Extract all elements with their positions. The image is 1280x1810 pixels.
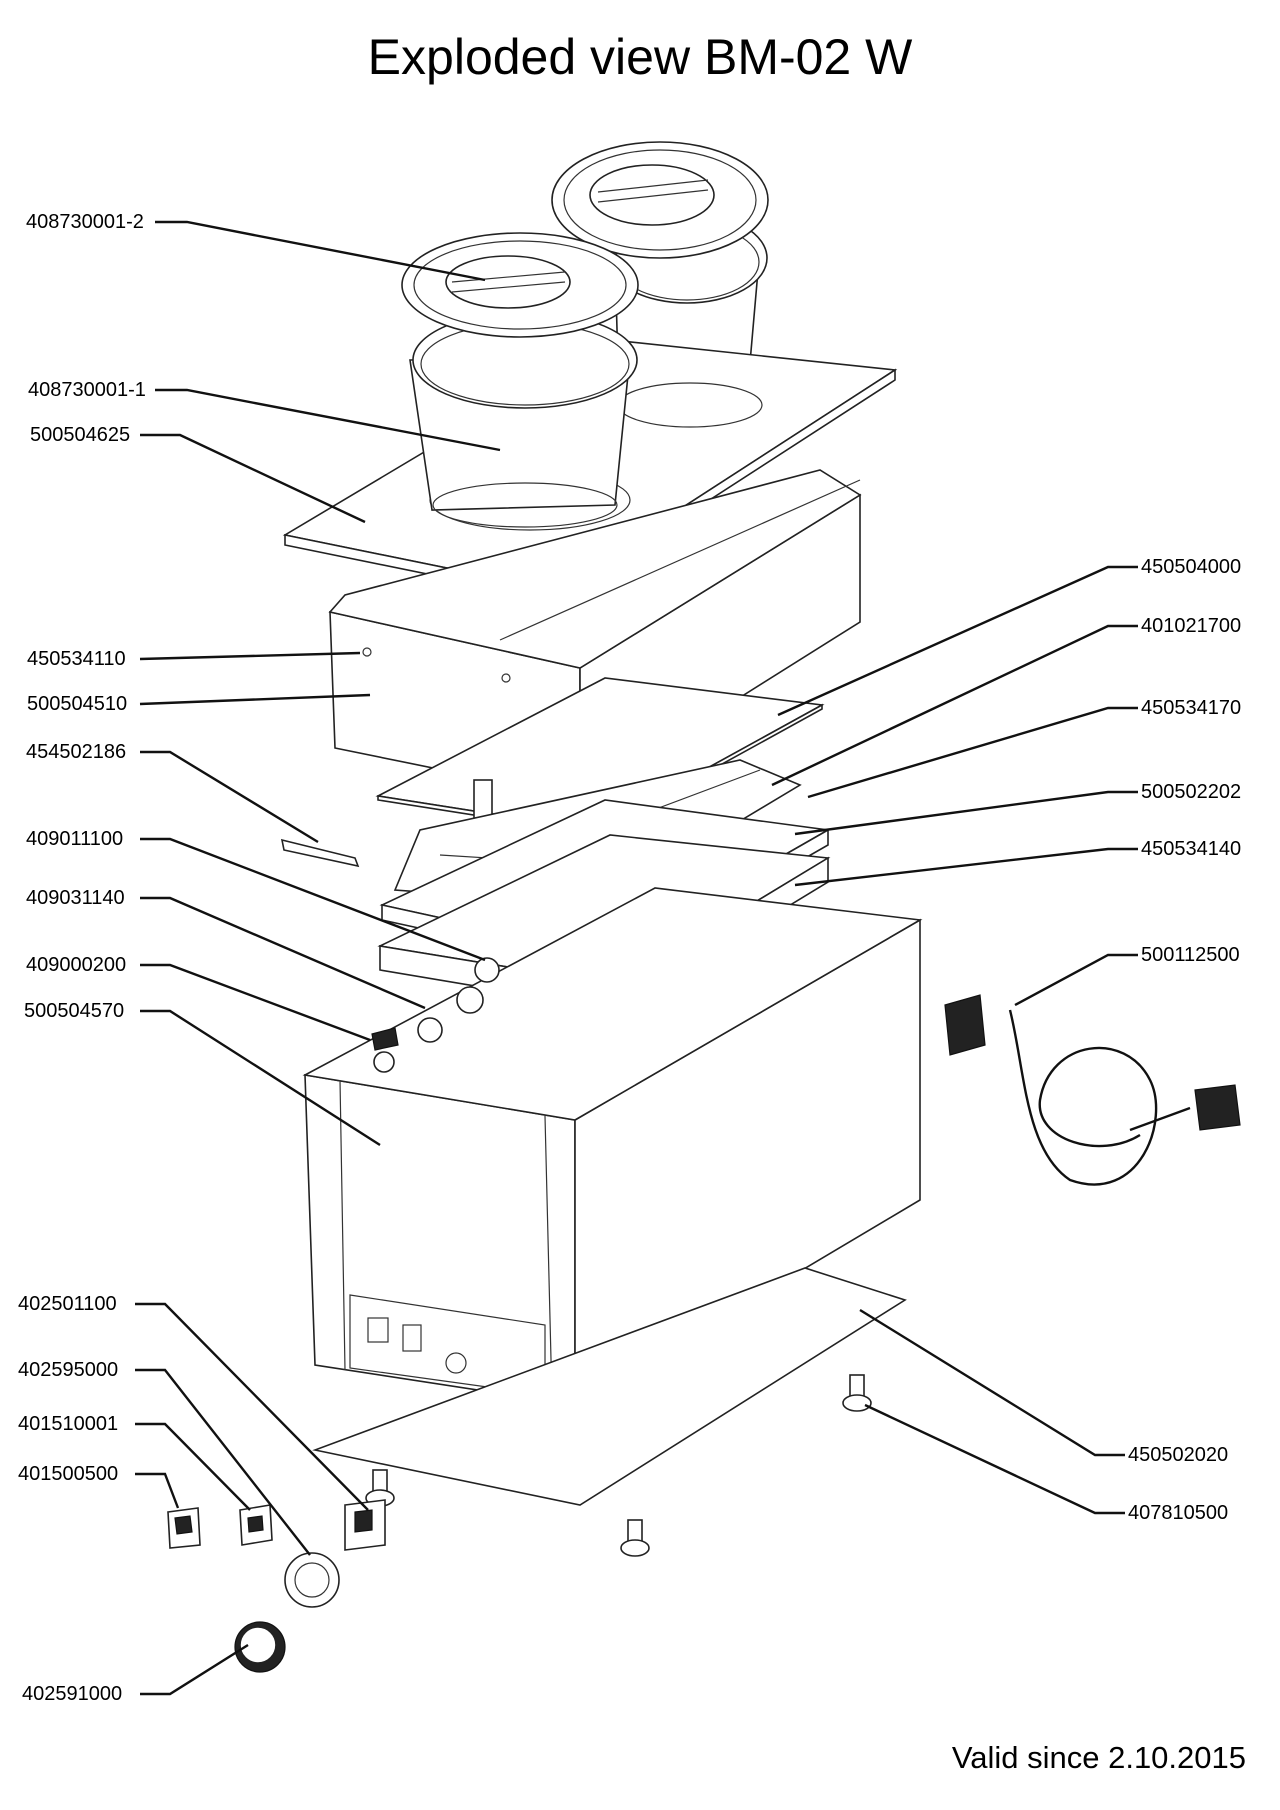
housing [302,887,923,1407]
part-label-401021700: 401021700 [1141,615,1242,637]
validity-note: Valid since 2.10.2015 [951,1740,1246,1775]
water-tank [328,469,862,800]
front-lid [401,232,639,338]
foot-2 [620,1519,650,1557]
part-label-500504570: 500504570 [24,1000,125,1022]
leader-lines-right [771,565,1138,1515]
part-label-408730001-2: 408730001-2 [26,211,144,233]
leader-lines-left [135,220,501,1696]
part-label-450534170: 450534170 [1141,697,1242,719]
part-label-500504510: 500504510 [27,693,128,715]
part-label-409011100: 409011100 [26,828,124,850]
drawing-title: Exploded view BM-02 W [367,29,913,85]
part-label-402501100: 402501100 [18,1293,117,1315]
drain-fittings [371,957,500,1073]
thermostat [344,1499,386,1551]
part-label-450502020: 450502020 [1128,1444,1229,1466]
part-label-450504000: 450504000 [1141,556,1242,578]
front-pot [409,311,638,528]
base-plate [312,1267,907,1506]
bracket-part [280,838,360,868]
part-label-450534140: 450534140 [1141,838,1242,860]
part-label-408730001-1: 408730001-1 [28,379,146,401]
power-cord [944,994,1241,1186]
part-label-402595000: 402595000 [18,1359,119,1381]
part-label-409000200: 409000200 [26,954,127,976]
part-label-401500500: 401500500 [18,1463,119,1485]
foot-3 [842,1374,872,1412]
part-label-402591000: 402591000 [22,1683,123,1705]
part-label-407810500: 407810500 [1128,1502,1229,1524]
switch [239,1504,273,1546]
lamp [167,1507,201,1549]
part-label-454502186: 454502186 [26,741,127,763]
knob [234,1621,286,1673]
part-label-500502202: 500502202 [1141,781,1242,803]
part-label-500504625: 500504625 [30,424,131,446]
part-label-409031140: 409031140 [26,887,125,909]
rear-lid [551,141,769,259]
part-label-401510001: 401510001 [18,1413,119,1435]
knob-scale [284,1552,340,1608]
part-label-450534110: 450534110 [27,648,126,670]
part-label-500112500: 500112500 [1141,944,1240,966]
